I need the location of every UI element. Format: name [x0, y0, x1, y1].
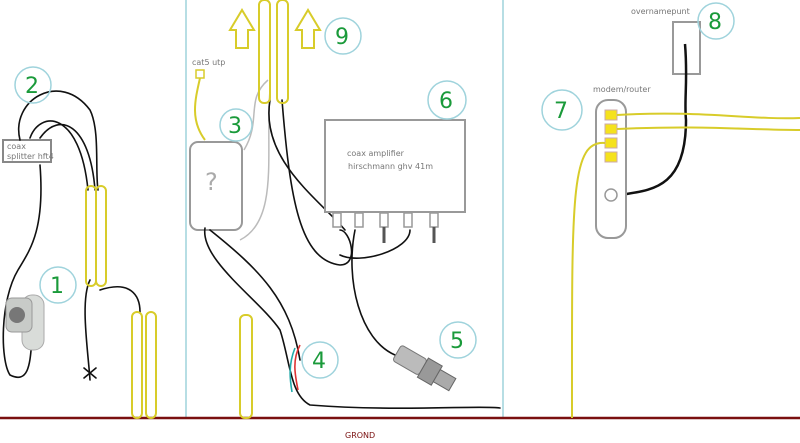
svg-text:1: 1	[50, 274, 64, 299]
marker-4: 4	[301, 341, 339, 379]
splitter-label-2: splitter hft4	[7, 152, 54, 161]
svg-text:5: 5	[450, 329, 464, 354]
cable-duct	[85, 185, 157, 419]
cable-duct	[239, 0, 289, 419]
coax-cable	[29, 120, 89, 191]
overnamepunt-label: overnamepunt	[631, 7, 690, 16]
marker-8: 8	[697, 2, 735, 40]
coax-splitter	[2, 139, 52, 163]
marker-5: 5	[439, 321, 477, 359]
unknown-device	[189, 141, 243, 231]
modem-router	[595, 99, 627, 239]
amplifier-label-2: hirschmann ghv 41m	[348, 162, 433, 171]
f-connector-icon	[393, 345, 457, 392]
coax-amplifier	[324, 119, 466, 213]
marker-6: 6	[427, 80, 467, 120]
marker-7: 7	[541, 89, 583, 131]
arrow-up-icon	[294, 8, 322, 49]
svg-text:6: 6	[439, 89, 453, 114]
marker-1: 1	[39, 266, 77, 304]
svg-text:8: 8	[708, 10, 722, 35]
svg-text:4: 4	[312, 349, 326, 374]
coax-cable	[17, 90, 99, 191]
marker-2: 2	[14, 66, 52, 104]
marker-9: 9	[324, 17, 362, 55]
svg-text:2: 2	[25, 74, 39, 99]
arrow-up-icon	[228, 8, 256, 49]
question-mark: ?	[205, 168, 218, 196]
cat5-label: cat5 utp	[192, 58, 225, 67]
marker-3: 3	[219, 108, 253, 142]
svg-text:7: 7	[554, 99, 568, 124]
ground-label: GROND	[345, 431, 375, 440]
splitter-label-1: coax	[7, 142, 26, 151]
coax-plug-icon	[5, 294, 45, 351]
amplifier-ports	[332, 212, 439, 243]
svg-text:9: 9	[335, 25, 349, 50]
svg-text:3: 3	[228, 114, 242, 139]
modem-label: modem/router	[593, 85, 651, 94]
amplifier-label-1: coax amplifier	[347, 149, 405, 158]
lan-ports	[604, 109, 618, 163]
